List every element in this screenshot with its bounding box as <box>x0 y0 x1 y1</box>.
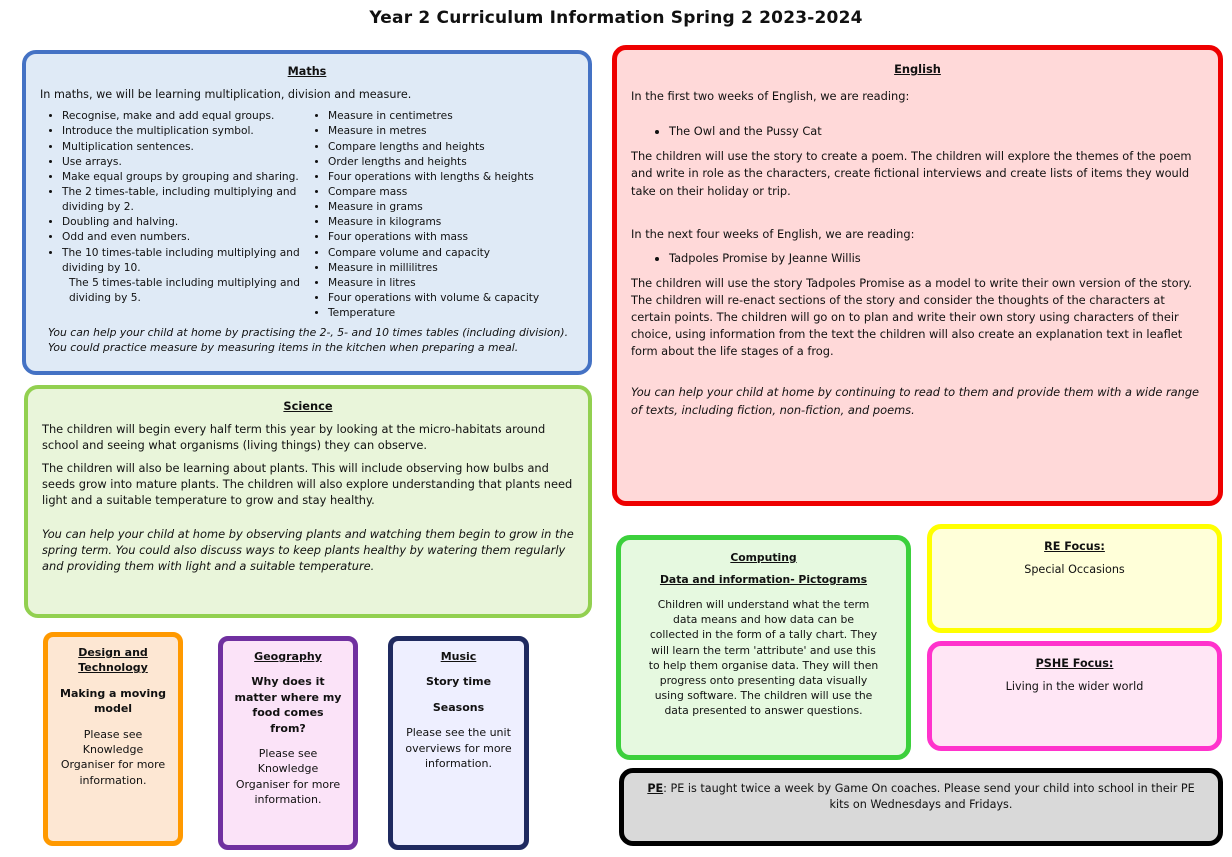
pe-panel: PE: PE is taught twice a week by Game On… <box>619 768 1223 846</box>
english-paragraph: In the first two weeks of English, we ar… <box>631 89 910 104</box>
music-heading: Music <box>440 650 477 663</box>
music-panel: Music Story time Seasons Please see the … <box>388 636 529 850</box>
music-subheading-seasons: Seasons <box>432 700 485 714</box>
list-item: Tadpoles Promise by Jeanne Willis <box>669 250 1204 267</box>
science-paragraph: The children will also be learning about… <box>42 460 573 507</box>
maths-multiplication-column: Recognise, make and add equal groups. In… <box>40 109 306 321</box>
pe-label: PE <box>647 782 664 795</box>
science-panel: Science The children will begin every ha… <box>24 385 592 618</box>
list-item: Introduce the multiplication symbol. <box>62 124 306 139</box>
list-item: Measure in metres <box>328 124 574 139</box>
list-item: Recognise, make and add equal groups. <box>62 109 306 124</box>
list-item: Order lengths and heights <box>328 155 574 170</box>
page-title: Year 2 Curriculum Information Spring 2 2… <box>369 8 863 28</box>
science-help-text: You can help your child at home by obser… <box>42 526 574 573</box>
dt-body: Please see Knowledge Organiser for more … <box>60 727 166 787</box>
english-help-text: You can help your child at home by conti… <box>631 385 1200 417</box>
list-item: Make equal groups by grouping and sharin… <box>62 170 306 185</box>
science-paragraph: The children will begin every half term … <box>42 421 546 452</box>
pe-body: : PE is taught twice a week by Game On c… <box>663 782 1195 811</box>
list-item: The 2 times-table, including multiplying… <box>62 185 306 215</box>
maths-panel: Maths In maths, we will be learning mult… <box>22 50 592 375</box>
list-item: Measure in centimetres <box>328 109 574 124</box>
computing-subheading: Data and information- Pictograms <box>659 573 868 587</box>
english-paragraph: The children will use the story to creat… <box>631 149 1192 198</box>
list-item: Compare volume and capacity <box>328 246 574 261</box>
geography-heading: Geography <box>254 650 322 663</box>
list-item: The 10 times-table including multiplying… <box>62 246 306 276</box>
list-item: Odd and even numbers. <box>62 230 306 245</box>
geography-subheading: Why does it matter where my food comes f… <box>234 675 342 735</box>
list-item: Four operations with lengths & heights <box>328 170 574 185</box>
science-heading: Science <box>283 399 333 413</box>
list-item: Use arrays. <box>62 155 306 170</box>
pshe-heading: PSHE Focus: <box>1035 657 1114 670</box>
list-item: Doubling and halving. <box>62 215 306 230</box>
english-book-list: The Owl and the Pussy Cat <box>631 123 1204 140</box>
list-item: Compare lengths and heights <box>328 140 574 155</box>
maths-five-times-table: The 5 times-table including multiplying … <box>69 276 300 305</box>
maths-intro: In maths, we will be learning multiplica… <box>40 87 412 101</box>
english-panel: English In the first two weeks of Englis… <box>612 45 1223 506</box>
geography-panel: Geography Why does it matter where my fo… <box>218 636 358 850</box>
list-item: Temperature <box>328 306 574 321</box>
pshe-panel: PSHE Focus: Living in the wider world <box>927 641 1222 751</box>
english-paragraph: The children will use the story Tadpoles… <box>631 275 1193 359</box>
dt-heading: Design and Technology <box>78 646 148 675</box>
computing-panel: Computing Data and information- Pictogra… <box>616 535 911 760</box>
pshe-body: Living in the wider world <box>1005 679 1144 693</box>
list-item: Compare mass <box>328 185 574 200</box>
english-paragraph: In the next four weeks of English, we ar… <box>631 226 915 241</box>
computing-heading: Computing <box>730 551 797 564</box>
english-book-list: Tadpoles Promise by Jeanne Willis <box>631 250 1204 267</box>
dt-subheading: Making a moving model <box>60 686 166 716</box>
maths-columns: Recognise, make and add equal groups. In… <box>40 109 574 321</box>
list-item: Four operations with mass <box>328 230 574 245</box>
list-item: The Owl and the Pussy Cat <box>669 123 1204 140</box>
maths-measure-list: Measure in centimetres Measure in metres… <box>306 109 574 321</box>
design-technology-panel: Design and Technology Making a moving mo… <box>43 632 183 846</box>
maths-help-text: You can help your child at home by pract… <box>48 326 569 355</box>
re-panel: RE Focus: Special Occasions <box>927 524 1222 633</box>
list-item: Measure in millilitres <box>328 261 574 276</box>
geography-body: Please see Knowledge Organiser for more … <box>235 746 341 807</box>
list-item: Measure in kilograms <box>328 215 574 230</box>
maths-heading: Maths <box>287 65 327 78</box>
maths-measure-column: Measure in centimetres Measure in metres… <box>306 109 574 321</box>
list-item: Measure in grams <box>328 200 574 215</box>
list-item: Multiplication sentences. <box>62 140 306 155</box>
re-heading: RE Focus: <box>1044 540 1105 553</box>
music-subheading-story-time: Story time <box>425 675 492 689</box>
list-item: Measure in litres <box>328 276 574 291</box>
maths-multiplication-list: Recognise, make and add equal groups. In… <box>40 109 306 276</box>
list-item: Four operations with volume & capacity <box>328 291 574 306</box>
computing-body: Children will understand what the term d… <box>648 598 879 717</box>
music-body: Please see the unit overviews for more i… <box>405 726 512 770</box>
english-heading: English <box>894 62 941 76</box>
re-body: Special Occasions <box>1024 562 1125 576</box>
